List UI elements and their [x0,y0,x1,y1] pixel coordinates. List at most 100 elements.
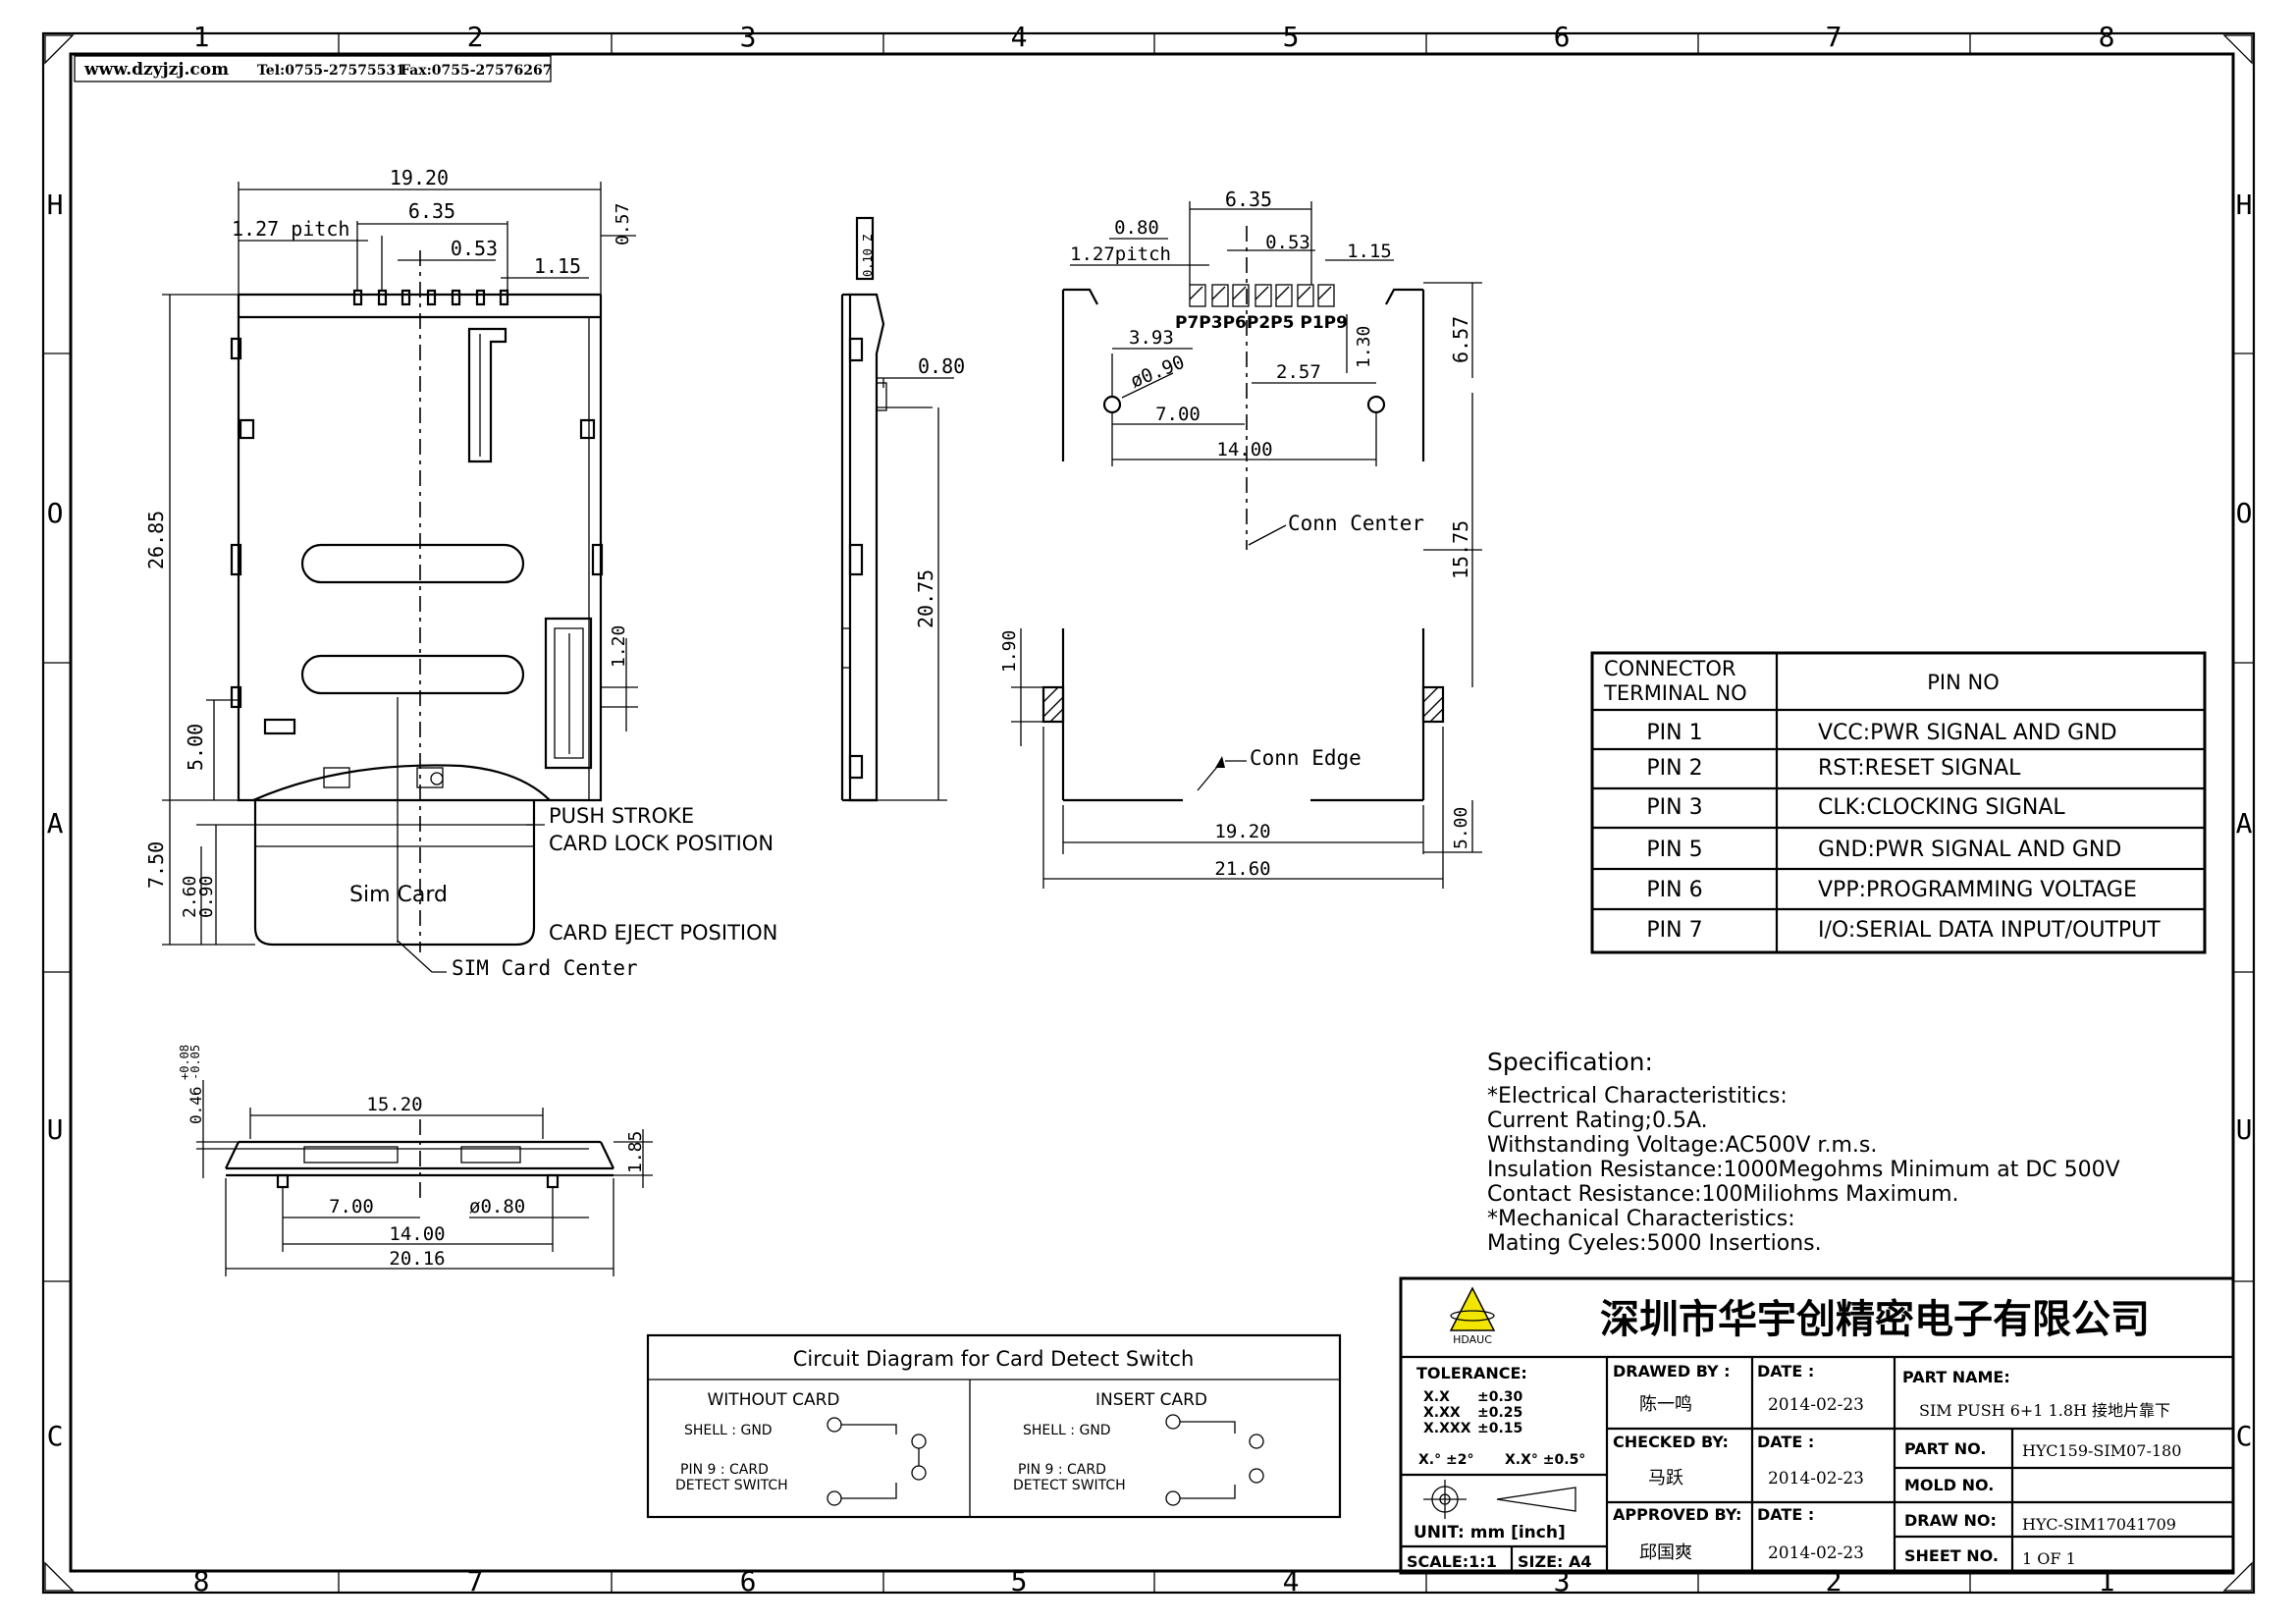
fp-dim-053: 0.53 [1265,232,1310,253]
table-desc: I/O:SERIAL DATA INPUT/OUTPUT [1818,918,2161,943]
detect-label: DETECT SWITCH [1013,1478,1126,1493]
table-pin: PIN 6 [1646,878,1702,902]
shell-label: SHELL : GND [1023,1423,1111,1438]
title-block: HDAUC 深圳市华宇创精密电子有限公司 TOLERANCE: X.X ±0.3… [1399,1276,2235,1575]
side-view: 0.10 Z 0.80 20.75 [840,216,965,802]
card-eject-label: CARD EJECT POSITION [549,921,777,945]
spec-line: Mating Cyeles:5000 Insertions. [1487,1231,1822,1256]
dim-120: 1.20 [609,625,629,668]
table-pin: PIN 5 [1646,838,1702,862]
date-label: DATE : [1757,1505,1814,1524]
fp-dim-393: 3.93 [1129,327,1174,349]
dim-pitch: 1.27 pitch [232,217,349,241]
col-label: 1 [193,21,210,53]
dim-width: 19.20 [390,166,449,189]
fp-dim-2160: 21.60 [1214,858,1270,880]
without-card-title: WITHOUT CARD [707,1390,839,1410]
front-tol-up: +0.08 [178,1045,191,1080]
row-label: O [2236,497,2253,529]
fax-text: Fax:0755-27576267 [400,63,552,79]
row-label: A [2236,807,2253,839]
spec-line: *Mechanical Characteristics: [1487,1207,1795,1231]
col-label: 4 [1283,1565,1300,1597]
dim-span: 6.35 [408,199,455,223]
sheet-value: 1 OF 1 [2022,1549,2076,1568]
dim-height: 26.85 [144,511,168,569]
part-name-value: SIM PUSH 6+1 1.8H 接地片靠下 [1919,1401,2170,1420]
checked-label: CHECKED BY: [1613,1433,1729,1451]
angle-tol-2: X.X° ±0.5° [1505,1452,1585,1468]
table-header-line2: TERMINAL NO [1603,681,1747,705]
col-label: 7 [1826,21,1842,53]
fp-dim-hole: ø0.90 [1128,352,1188,393]
date-label: DATE : [1757,1433,1814,1451]
side-dim-2075: 20.75 [914,569,937,628]
fp-dim-657: 6.57 [1449,316,1472,363]
spec-title: Specification: [1487,1048,1653,1076]
conn-center-label: Conn Center [1288,512,1424,535]
spec-line: Current Rating;0.5A. [1487,1109,1708,1133]
row-label: H [2236,189,2253,221]
fp-dim-190: 1.90 [999,630,1020,673]
table-pin: PIN 2 [1646,756,1702,781]
table-desc: CLK:CLOCKING SIGNAL [1818,795,2065,820]
col-label: 7 [467,1565,484,1597]
website-text: www.dzyjzj.com [83,60,229,80]
front-dim-2016: 20.16 [389,1248,445,1270]
projection-symbol-icon [1423,1480,1576,1519]
row-label: U [47,1113,64,1146]
mold-no-label: MOLD NO. [1904,1476,1994,1494]
tol-key: X.X [1423,1389,1450,1405]
front-dim-1400: 14.00 [389,1223,445,1245]
dim-090: 0.90 [196,876,217,918]
fp-dim-500: 5.00 [1451,807,1471,849]
row-label: O [47,497,64,529]
date-label: DATE : [1757,1362,1814,1380]
front-dim-hole: ø0.80 [469,1196,525,1218]
dim-top: 0.57 [613,203,633,245]
card-center-label: SIM Card Center [452,956,638,980]
tol-val: ±0.30 [1477,1389,1523,1405]
drawn-name: 陈一鸣 [1639,1394,1692,1415]
unit-label: UNIT: mm [inch] [1414,1523,1566,1543]
border-column-labels: 1 2 3 4 5 6 7 8 8 7 6 5 4 3 2 1 H O A U … [47,21,2253,1597]
col-label: 8 [2099,21,2115,53]
row-label: C [2236,1420,2253,1452]
dim-750: 7.50 [144,841,168,889]
specification: Specification: *Electrical Characteristi… [1487,1048,2120,1256]
footprint-view: P7P3P6P2P5 P1P9 6.35 0.80 1.27pitch 0.53… [999,188,1482,889]
top-view: Sim Card 19.20 1.27 pitch 6.35 0.53 1.15… [144,166,777,980]
spec-line: Insulation Resistance:1000Megohms Minimu… [1487,1158,2120,1182]
dim-pin: 0.53 [451,237,498,260]
dim-offset: 1.15 [534,254,581,278]
front-view: 0.46 +0.08 -0.05 15.20 1.85 7.00 ø0.80 1… [178,1045,653,1276]
pin9-label: PIN 9 : CARD [1018,1462,1106,1478]
company-name: 深圳市华宇创精密电子有限公司 [1600,1296,2150,1342]
front-dim-185: 1.85 [625,1131,646,1173]
col-label: 2 [467,21,484,53]
checked-date: 2014-02-23 [1768,1469,1864,1489]
circuit-title: Circuit Diagram for Card Detect Switch [793,1347,1195,1371]
draw-no-label: DRAW NO: [1904,1511,1997,1530]
sheet-no-label: SHEET NO. [1904,1546,1999,1565]
fp-dim-635: 6.35 [1225,188,1272,211]
approved-date: 2014-02-23 [1768,1543,1864,1563]
table-pin: PIN 7 [1646,918,1702,943]
fp-dim-080: 0.80 [1114,217,1159,239]
part-name-label: PART NAME: [1902,1368,2010,1386]
size-label: SIZE: A4 [1518,1552,1592,1571]
fp-dim-1575: 15.75 [1449,520,1472,579]
tol-key: X.XX [1423,1405,1461,1421]
card-lock-label: CARD LOCK POSITION [549,832,774,855]
tol-val: ±0.25 [1477,1405,1522,1421]
col-label: 5 [1283,21,1300,53]
pin-labels: P7P3P6P2P5 P1P9 [1175,313,1348,333]
tolerance-label: TOLERANCE: [1416,1364,1527,1382]
table-desc: VPP:PROGRAMMING VOLTAGE [1818,878,2137,902]
approved-label: APPROVED BY: [1613,1505,1741,1524]
table-pin: PIN 1 [1646,721,1702,745]
tel-text: Tel:0755-27575531 [257,63,405,79]
table-desc: VCC:PWR SIGNAL AND GND [1818,721,2117,745]
fp-dim-257: 2.57 [1276,361,1321,383]
drawn-date: 2014-02-23 [1768,1395,1864,1415]
